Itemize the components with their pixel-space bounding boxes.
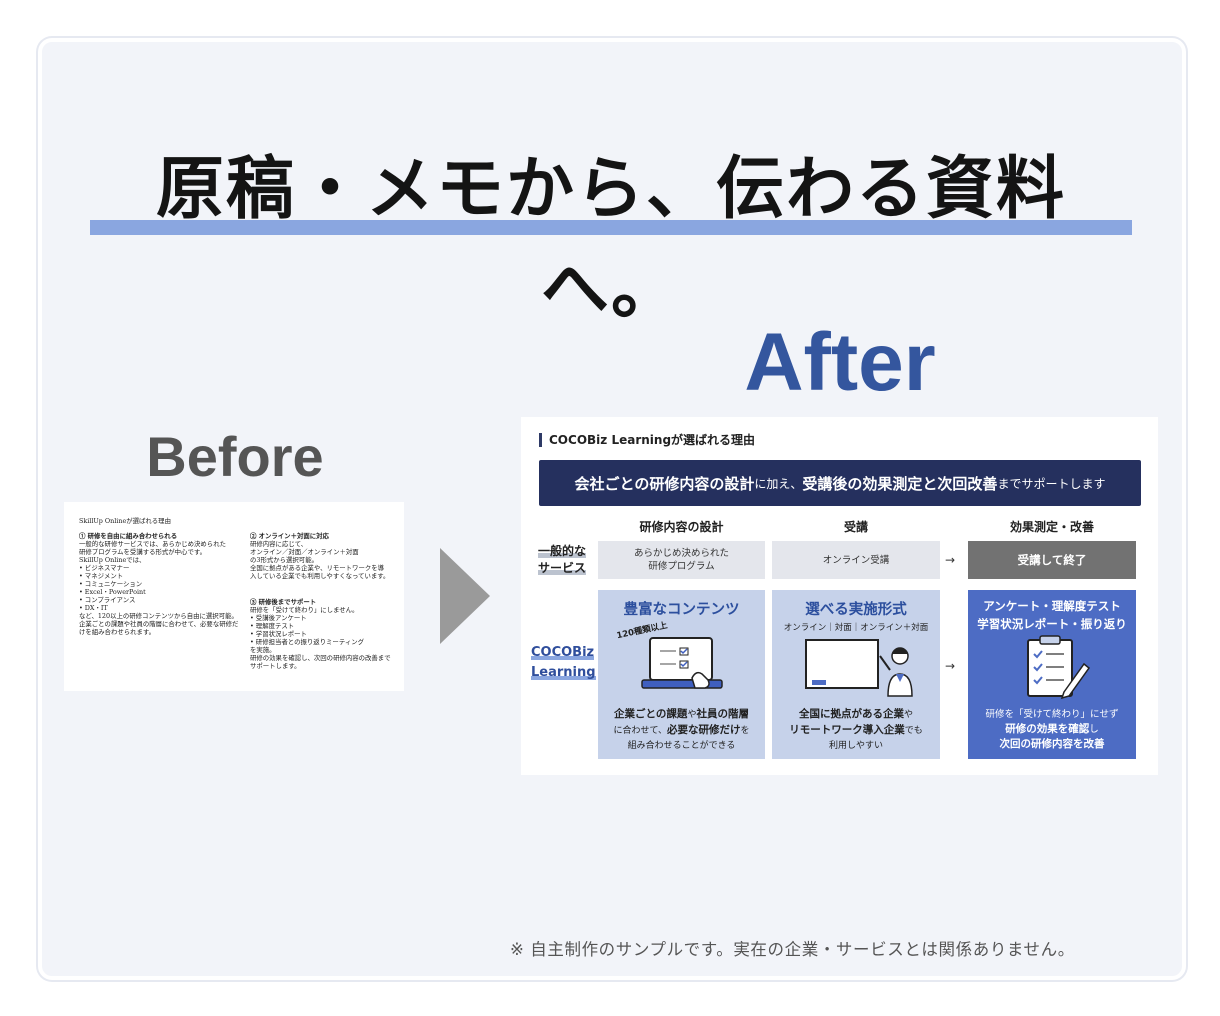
before-line: 企業ごとの課題や社員の階層に合わせて、必要な研修だ: [79, 620, 239, 628]
before-line: • 学習状況レポート: [250, 630, 307, 638]
row-label-line: COCOBiz: [531, 645, 595, 660]
text-plain: を: [740, 726, 750, 736]
panel-title: 選べる実施形式: [805, 602, 907, 618]
before-line: SkillUp Onlineでは、: [79, 556, 146, 564]
before-line: ③ 研修後までサポート: [250, 598, 317, 606]
before-line: • コミュニケーション: [79, 580, 143, 588]
text-plain: に合わせて、: [613, 726, 668, 736]
slide-banner: 会社ごとの研修内容の設計 に加え、 受講後の効果測定と次回改善 までサポートしま…: [539, 460, 1141, 506]
panel-title: アンケート・理解度テスト 学習状況レポート・振り返り: [968, 597, 1136, 633]
text-plain: や: [903, 710, 913, 720]
before-line: 研修内容に応じて、: [250, 540, 308, 548]
text-plain: 組み合わせることができる: [627, 741, 736, 751]
arrow-icon: →: [945, 553, 956, 567]
before-line: オンライン／対面／オンライン＋対面: [250, 548, 359, 556]
before-line: • 受講後アンケート: [250, 614, 307, 622]
before-line: ① 研修を自由に組み合わせられる: [79, 532, 178, 540]
text-strong: 全国に拠点がある企業: [798, 708, 904, 720]
before-line: を実施。: [250, 646, 276, 654]
text-plain: し: [1089, 724, 1099, 735]
row-label-general: 一般的な サービス: [531, 543, 593, 577]
column-header: 受講: [843, 520, 868, 534]
column-header: 効果測定・改善: [1009, 520, 1094, 534]
slide-title: COCOBiz Learningが選ばれる理由: [539, 433, 755, 447]
banner-strong: 受講後の効果測定と次回改善: [802, 474, 998, 493]
panel-title: 豊富なコンテンツ: [623, 602, 740, 618]
before-line: • Excel・PowerPoint: [79, 588, 146, 596]
before-doc-title: SkillUp Onlineが選ばれる理由: [79, 517, 171, 525]
text-strong: 企業ごとの課題: [614, 708, 688, 720]
before-line: • 研修担当者との振り返りミーティング: [250, 638, 364, 646]
panel-formats: 選べる実施形式 オンライン｜対面｜オンライン＋対面 全国に拠点がある企業や リモ…: [772, 590, 940, 759]
panel-text: 全国に拠点がある企業や リモートワーク導入企業でも 利用しやすい: [772, 707, 940, 754]
general-result-cell: 受講して終了: [968, 541, 1136, 579]
before-line: 一般的な研修サービスでは、あらかじめ決められた: [79, 540, 226, 548]
banner-text: までサポートします: [997, 476, 1106, 491]
general-attend-cell: オンライン受講: [772, 541, 940, 579]
before-col-left: ① 研修を自由に組み合わせられる 一般的な研修サービスでは、あらかじめ決められた…: [79, 532, 244, 636]
right-arrow-icon: [440, 548, 490, 644]
before-line: 入している企業でも利用しやすくなっています。: [250, 572, 390, 580]
before-line: 全国に拠点がある企業や、リモートワークを導: [250, 564, 385, 572]
panel-title-line: 学習状況レポート・振り返り: [977, 617, 1127, 631]
text-strong: 必要な研修だけ: [667, 724, 741, 736]
column-header: 研修内容の設計: [639, 520, 724, 534]
before-line: の3形式から選択可能。: [250, 556, 318, 564]
panel-text: 企業ごとの課題や社員の階層 に合わせて、必要な研修だけを 組み合わせることができ…: [598, 707, 765, 754]
panel-title-line: アンケート・理解度テスト: [983, 599, 1121, 613]
before-col-right-1: ② オンライン＋対面に対応 研修内容に応じて、 オンライン／対面／オンライン＋対…: [250, 532, 400, 580]
headline-underline: [90, 220, 1132, 235]
text-strong: 次回の研修内容を改善: [999, 738, 1105, 750]
before-line: など、120以上の研修コンテンツから自由に選択可能。: [79, 612, 238, 620]
banner-strong: 会社ごとの研修内容の設計: [574, 474, 755, 493]
panel-contents: 豊富なコンテンツ 120種類以上 企業ごとの課題や社員の階層 に合わせて、必要な…: [598, 590, 765, 759]
general-design-cell: あらかじめ決められた 研修プログラム: [598, 541, 765, 579]
row-label-cocobiz: COCOBiz Learning: [531, 643, 596, 683]
row-label-line: 一般的な: [537, 544, 586, 558]
text-strong: リモートワーク導入企業: [789, 724, 905, 736]
before-label: Before: [146, 425, 324, 488]
headline-block: 原稿・メモから、伝わる資料へ。: [90, 140, 1132, 329]
before-line: • DX・IT: [79, 604, 108, 612]
before-col-right-2: ③ 研修後までサポート 研修を「受けて終わり」にしません。 • 受講後アンケート…: [250, 598, 400, 670]
panel-followup: アンケート・理解度テスト 学習状況レポート・振り返り 研修を「受けて終わり」にせ…: [968, 590, 1136, 759]
text-plain: 研修を「受けて終わり」にせず: [985, 709, 1119, 720]
text-plain: でも: [904, 726, 923, 736]
text-strong: 研修の効果を確認: [1005, 723, 1090, 735]
row-label-line: Learning: [531, 665, 596, 680]
after-slide: COCOBiz Learningが選ばれる理由 会社ごとの研修内容の設計 に加え…: [521, 417, 1158, 775]
footnote: ※ 自主制作のサンプルです。実在の企業・サービスとは関係ありません。: [510, 940, 1075, 959]
before-document: SkillUp Onlineが選ばれる理由 ① 研修を自由に組み合わせられる 一…: [64, 502, 404, 691]
row-label-line: サービス: [537, 561, 586, 575]
panel-text: 研修を「受けて終わり」にせず 研修の効果を確認し 次回の研修内容を改善: [968, 707, 1136, 752]
arrow-icon: →: [945, 659, 956, 673]
text-strong: 社員の階層: [696, 708, 749, 720]
before-line: けを組み合わせられます。: [79, 628, 156, 636]
presenter-icon: [805, 639, 913, 697]
panel-subtitle: オンライン｜対面｜オンライン＋対面: [783, 623, 929, 633]
before-line: 研修の効果を確認し、次回の研修内容の改善まで: [250, 654, 391, 662]
banner-text: に加え、: [754, 476, 803, 491]
after-label: After: [744, 317, 936, 408]
page-title: 原稿・メモから、伝わる資料へ。: [155, 150, 1066, 329]
before-line: ② オンライン＋対面に対応: [250, 532, 329, 540]
text-plain: 利用しやすい: [829, 741, 883, 751]
before-line: • マネジメント: [79, 572, 124, 580]
before-line: • ビジネスマナー: [79, 564, 130, 572]
before-line: • コンプライアンス: [79, 596, 136, 604]
laptop-icon: [641, 637, 723, 689]
checklist-icon: [1027, 635, 1091, 700]
before-line: サポートします。: [250, 662, 301, 670]
before-line: 研修プログラムを受講する形式が中心です。: [79, 548, 206, 556]
before-line: 研修を「受けて終わり」にしません。: [250, 606, 359, 614]
before-line: • 理解度テスト: [250, 622, 295, 630]
text-plain: や: [687, 710, 697, 720]
